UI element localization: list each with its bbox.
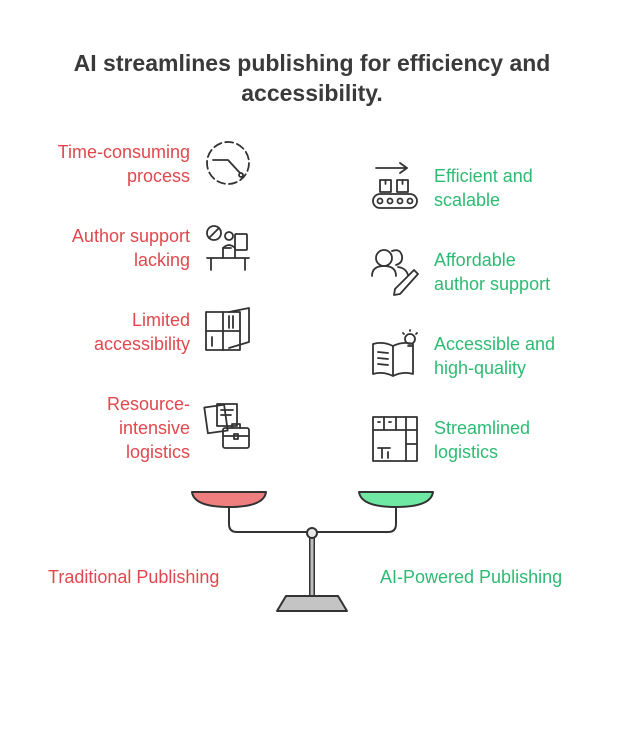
title-line-2: accessibility. <box>241 80 383 106</box>
title-line-1: AI streamlines publishing for efficiency… <box>73 50 551 76</box>
traditional-item-time: Time-consuming process <box>57 142 190 186</box>
conveyor-belt-icon <box>370 162 420 212</box>
clock-timer-icon <box>203 138 253 188</box>
traditional-item-author: Author support lacking <box>71 226 190 270</box>
ai-item-efficient: Efficient and scalable <box>434 166 533 210</box>
left-pan <box>191 491 267 508</box>
ai-item-affordable: Affordable author support <box>434 250 551 294</box>
book-lightbulb-icon <box>370 329 420 380</box>
traditional-item-access: Limited accessibility <box>93 310 190 354</box>
users-pencil-icon <box>370 246 420 296</box>
blocked-author-icon <box>203 222 253 272</box>
traditional-item-logistics: Resource- intensive logistics <box>106 394 190 462</box>
documents-briefcase-icon <box>203 402 253 452</box>
page-title: AI streamlines publishing for efficiency… <box>40 48 584 108</box>
right-pan <box>358 491 434 508</box>
traditional-publishing-label: Traditional Publishing <box>48 567 220 587</box>
ai-item-streamlined: Streamlined logistics <box>434 418 531 462</box>
floor-plan-icon <box>370 414 420 464</box>
base-stand <box>276 595 348 612</box>
ai-item-accessible: Accessible and high-quality <box>434 334 556 378</box>
ai-powered-publishing-label: AI-Powered Publishing <box>380 567 563 587</box>
closed-bookshelf-icon <box>203 306 253 356</box>
